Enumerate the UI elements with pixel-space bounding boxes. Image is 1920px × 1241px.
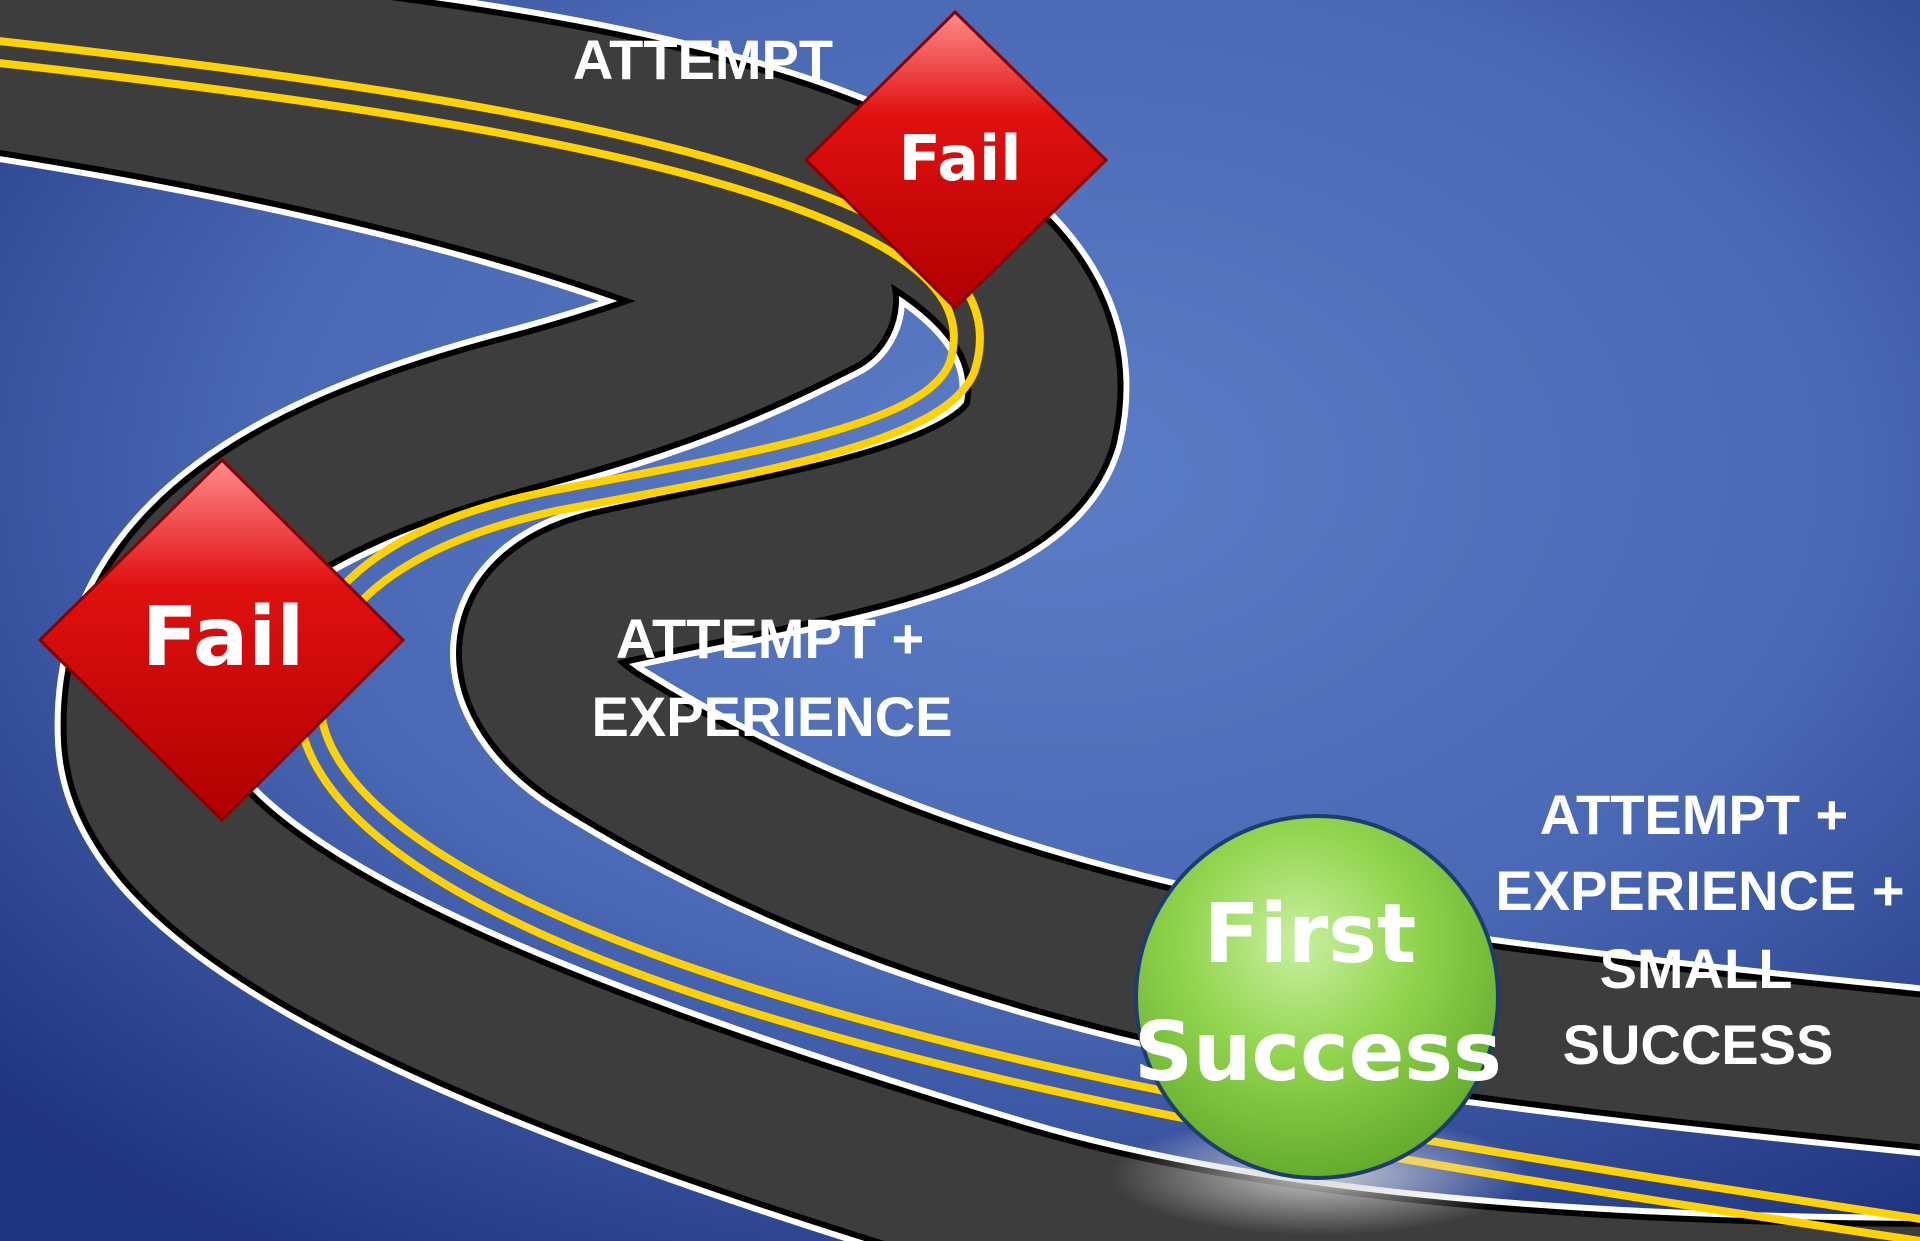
stage-label-final-line2: EXPERIENCE + [1495,859,1904,922]
fail-sign-left: Fail [37,457,406,823]
success-circle-icon [1134,814,1500,1180]
lane-line [0,59,1920,1241]
success-label-line1: First [1204,887,1417,982]
stage-label-attempt: ATTEMPT [573,28,833,91]
stage-label-attempt-experience-line2: EXPERIENCE [592,685,953,748]
stage-label-final-line4: SUCCESS [1563,1013,1834,1076]
stage-label-final-line1: ATTEMPT + [1540,783,1849,846]
fail-sign-top: Fail [803,9,1109,311]
fail-label-left: Fail [142,590,305,685]
first-success-marker: First Success [1134,814,1502,1180]
fail-label-top: Fail [898,122,1021,195]
success-label-line2: Success [1134,1005,1502,1100]
stage-label-attempt-experience-line1: ATTEMPT + [616,607,925,670]
fail-diamond-icon [803,9,1109,311]
fail-diamond-icon [37,457,406,823]
stage-label-final-line3: SMALL [1600,937,1793,1000]
lane-line [0,37,1920,1223]
